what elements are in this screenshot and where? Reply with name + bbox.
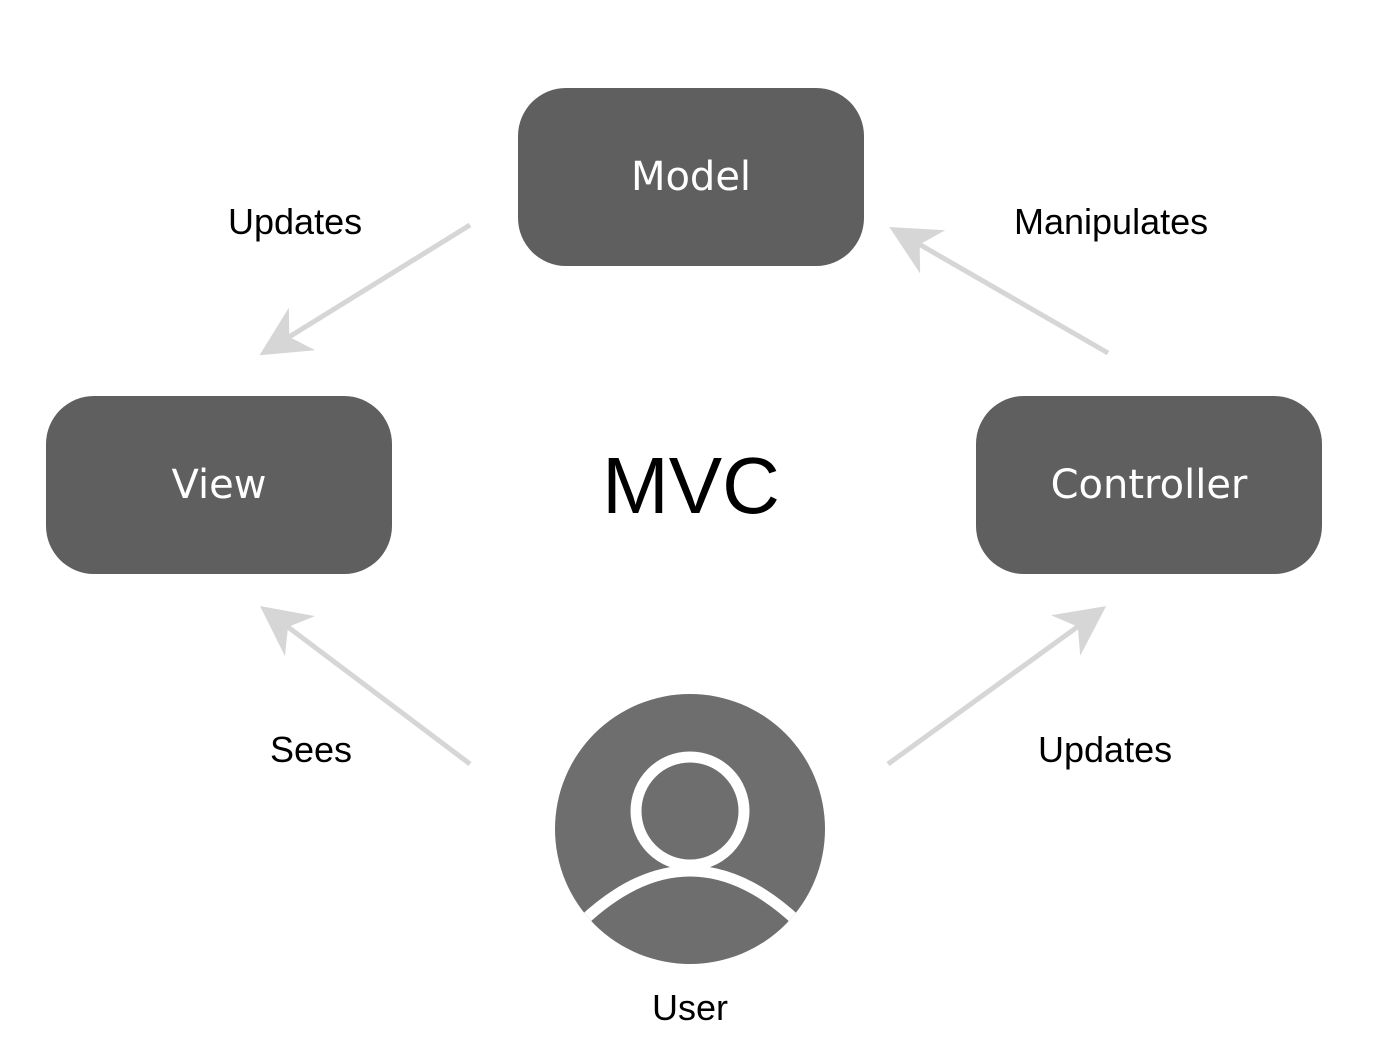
controller-label: Controller	[1050, 462, 1248, 508]
edge-label-user-view: Sees	[270, 729, 353, 770]
edge-label-controller-model: Manipulates	[1014, 201, 1209, 242]
arrow-user-to-view	[260, 605, 472, 766]
user-label: User	[651, 987, 728, 1028]
arrow-user-to-controller	[886, 606, 1107, 767]
edge-label-user-controller: Updates	[1038, 729, 1173, 770]
model-node: Model	[518, 88, 864, 266]
edge-label-model-view: Updates	[228, 201, 363, 242]
arrow-model-to-view	[259, 222, 472, 356]
diagram-title: MVC	[602, 441, 780, 530]
view-label: View	[171, 462, 267, 508]
view-node: View	[46, 396, 392, 574]
controller-node: Controller	[976, 396, 1322, 574]
model-label: Model	[630, 154, 752, 200]
arrow-controller-to-model	[889, 227, 1110, 356]
